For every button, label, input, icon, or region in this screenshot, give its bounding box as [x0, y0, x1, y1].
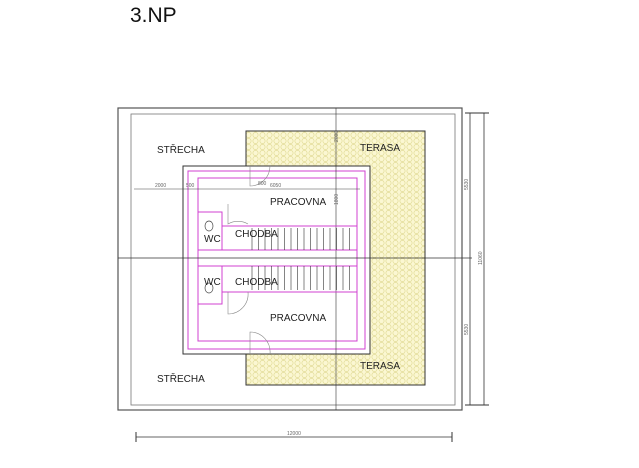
wall-inner-pink — [197, 177, 358, 342]
label-terrace-top: TERASA — [360, 143, 400, 154]
dim-office-depth: 1800 — [334, 194, 340, 205]
wc-bottom — [197, 265, 223, 305]
dim-office-width: 6050 — [270, 183, 281, 189]
dim-right-lower: 5530 — [464, 324, 470, 335]
label-wc-bottom: WC — [204, 277, 221, 288]
label-roof-top: STŘECHA — [157, 143, 205, 156]
dim-right-upper: 5530 — [464, 179, 470, 190]
building-outline — [182, 165, 371, 355]
dim-terrace-depth: 2000 — [334, 131, 340, 142]
floor-title: 3.NP — [130, 4, 177, 27]
dim-left-offset: 2000 — [155, 183, 166, 189]
door-swing — [227, 291, 249, 315]
staircase — [251, 228, 350, 290]
dim-bottom-total: 12000 — [287, 431, 301, 437]
door-swing — [249, 165, 271, 187]
label-roof-bottom: STŘECHA — [157, 372, 205, 385]
roof-outline-inner — [130, 113, 456, 406]
dim-right-total: 11060 — [478, 251, 484, 265]
roof-outline-outer — [117, 107, 463, 411]
label-corridor-bottom: CHODBA — [235, 277, 278, 288]
door-swing — [227, 204, 249, 225]
label-corridor-top: CHODBA — [235, 229, 278, 240]
label-office-bottom: PRACOVNA — [270, 313, 326, 324]
dim-door: 800 — [258, 181, 267, 187]
label-office-top: PRACOVNA — [270, 197, 326, 208]
toilet-icon — [204, 282, 214, 294]
dim-wall: 500 — [186, 183, 195, 189]
label-wc-top: WC — [204, 234, 221, 245]
wc-top — [197, 211, 223, 251]
wall-outer-pink — [187, 170, 366, 350]
label-terrace-bottom: TERASA — [360, 361, 400, 372]
door-swing — [249, 331, 271, 355]
toilet-icon — [204, 220, 214, 232]
